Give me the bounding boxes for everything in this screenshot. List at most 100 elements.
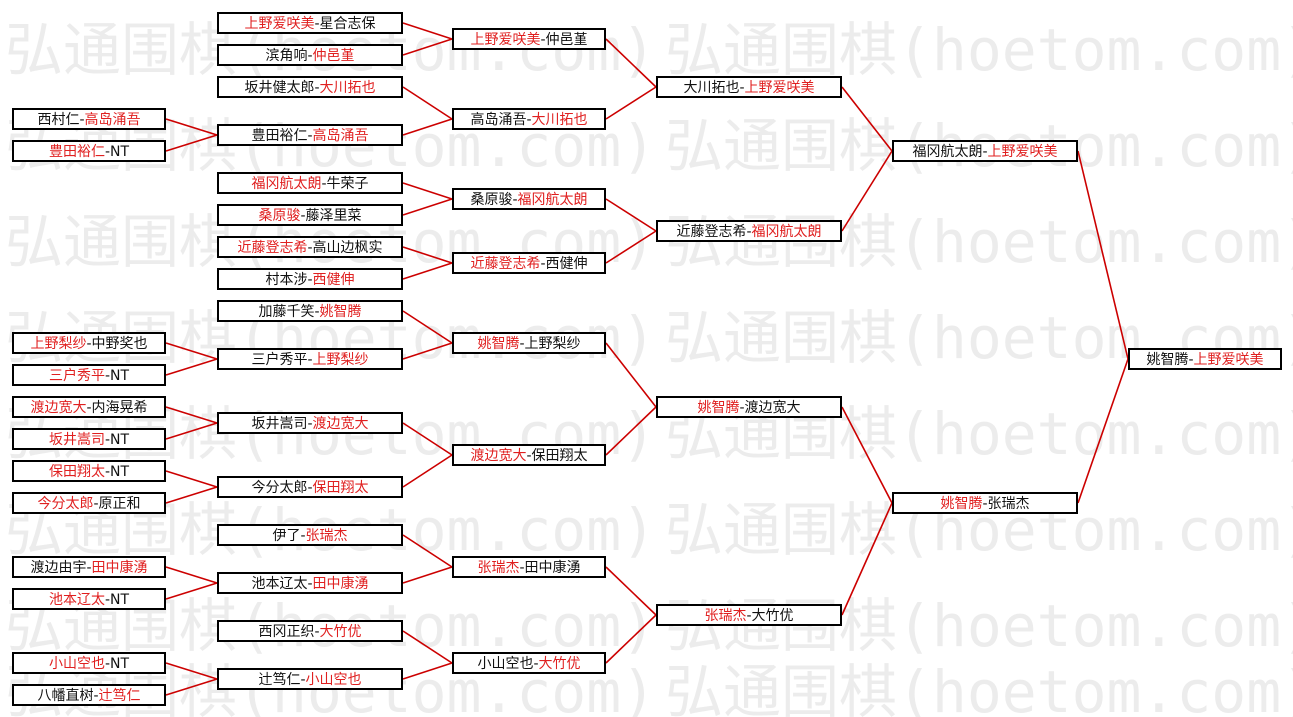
player-name: 近藤登志希 — [676, 224, 747, 240]
player-name: 福冈航太朗 — [517, 192, 588, 208]
player-name: 八幡直树 — [37, 688, 94, 704]
bracket-line — [165, 662, 218, 680]
versus-dash: - — [104, 592, 111, 608]
versus-dash: - — [540, 32, 546, 48]
player-name: 牛荣子 — [326, 176, 369, 192]
versus-dash: - — [982, 496, 988, 512]
player-name: 池本辽太 — [48, 592, 105, 608]
versus-dash: - — [104, 368, 111, 384]
player-name: 仲邑堇 — [312, 48, 355, 64]
bracket-line — [165, 134, 218, 152]
bracket-line — [402, 662, 453, 680]
bracket-line — [165, 342, 218, 360]
player-name: 中野奖也 — [91, 336, 148, 352]
bracket-line — [402, 22, 453, 40]
bracket-line — [165, 582, 218, 600]
player-name: 上野梨纱 — [524, 336, 581, 352]
match-box-r2_8: 小山空也-大竹优 — [452, 652, 606, 674]
versus-dash: - — [104, 144, 111, 160]
versus-dash: - — [307, 416, 313, 432]
bracket-line — [165, 422, 218, 440]
bracket-line — [841, 86, 893, 152]
player-name: 高山边枫实 — [312, 240, 383, 256]
player-name: 上野爱咲美 — [744, 80, 815, 96]
bracket-line — [402, 342, 453, 360]
bracket-line — [402, 310, 453, 344]
versus-dash: - — [93, 688, 99, 704]
player-name: 姚智腾 — [697, 400, 740, 416]
player-name: 渡边宽大 — [744, 400, 801, 416]
match-box-r1_7: 近藤登志希-高山边枫实 — [217, 236, 403, 258]
player-name: 渡边宽大 — [30, 400, 87, 416]
bracket-line — [605, 614, 657, 664]
bracket-line — [1077, 150, 1129, 360]
match-box-r1_6: 桑原骏-藤泽里菜 — [217, 204, 403, 226]
versus-dash: - — [746, 224, 752, 240]
player-name: 姚智腾 — [319, 304, 362, 320]
player-name: 内海晃希 — [91, 400, 148, 416]
player-name: 豊田裕仁 — [48, 144, 105, 160]
match-box-r4_1: 福冈航太朗-上野爱咲美 — [892, 140, 1078, 162]
player-name: 豊田裕仁 — [251, 128, 308, 144]
player-name: NT — [110, 592, 130, 608]
bracket-line — [1077, 358, 1129, 504]
player-name: 保田翔太 — [312, 480, 369, 496]
player-name: 渡边宽大 — [470, 448, 527, 464]
bracket-line — [165, 470, 218, 488]
watermark-text: 弘通围棋(hoetom.com) — [665, 592, 1293, 660]
versus-dash: - — [307, 576, 313, 592]
versus-dash: - — [86, 560, 92, 576]
bracket-line — [165, 358, 218, 376]
versus-dash: - — [300, 208, 306, 224]
match-box-p1: 西村仁-高岛涌吾 — [12, 108, 166, 130]
match-box-p8: 今分太郎-原正和 — [12, 492, 166, 514]
match-box-r1_2: 滨角响-仲邑堇 — [217, 44, 403, 66]
player-name: 张瑞杰 — [305, 528, 348, 544]
versus-dash: - — [93, 496, 99, 512]
player-name: 高岛涌吾 — [470, 112, 527, 128]
player-name: 姚智腾 — [1146, 352, 1189, 368]
versus-dash: - — [307, 48, 313, 64]
match-box-r1_15: 西冈正织-大竹优 — [217, 620, 403, 642]
match-box-r3_3: 姚智腾-渡边宽大 — [656, 396, 842, 418]
versus-dash: - — [526, 448, 532, 464]
bracket-line — [841, 406, 893, 504]
player-name: 辻笃仁 — [258, 672, 301, 688]
versus-dash: - — [307, 480, 313, 496]
player-name: 加藤千笑 — [258, 304, 315, 320]
player-name: 坂井嵩司 — [48, 432, 105, 448]
player-name: 高岛涌吾 — [312, 128, 369, 144]
player-name: NT — [110, 656, 130, 672]
versus-dash: - — [519, 336, 525, 352]
bracket-line — [605, 86, 657, 120]
player-name: 伊了 — [272, 528, 301, 544]
player-name: 大川拓也 — [531, 112, 588, 128]
match-box-r2_2: 高岛涌吾-大川拓也 — [452, 108, 606, 130]
bracket-line — [402, 118, 453, 136]
bracket-line — [165, 118, 218, 136]
match-box-p6: 坂井嵩司-NT — [12, 428, 166, 450]
versus-dash: - — [104, 432, 111, 448]
player-name: 大竹优 — [751, 608, 794, 624]
player-name: 保田翔太 — [531, 448, 588, 464]
player-name: 星合志保 — [319, 16, 376, 32]
player-name: 桑原骏 — [470, 192, 513, 208]
watermark-text: 弘通围棋(hoetom.com) — [665, 658, 1293, 717]
player-name: 西健伸 — [545, 256, 588, 272]
bracket-line — [402, 422, 453, 456]
bracket-line — [402, 246, 453, 264]
player-name: 福冈航太朗 — [751, 224, 822, 240]
player-name: 上野爱咲美 — [244, 16, 315, 32]
match-box-r2_1: 上野爱咲美-仲邑堇 — [452, 28, 606, 50]
match-box-r1_9: 加藤千笑-姚智腾 — [217, 300, 403, 322]
player-name: 渡边由宇 — [30, 560, 87, 576]
match-box-p4: 三户秀平-NT — [12, 364, 166, 386]
match-box-r3_2: 近藤登志希-福冈航太朗 — [656, 220, 842, 242]
player-name: 西村仁 — [37, 112, 80, 128]
versus-dash: - — [526, 112, 532, 128]
bracket-line — [841, 150, 893, 232]
bracket-line — [402, 262, 453, 280]
player-name: 坂井健太郎 — [244, 80, 315, 96]
player-name: 藤泽里菜 — [305, 208, 362, 224]
